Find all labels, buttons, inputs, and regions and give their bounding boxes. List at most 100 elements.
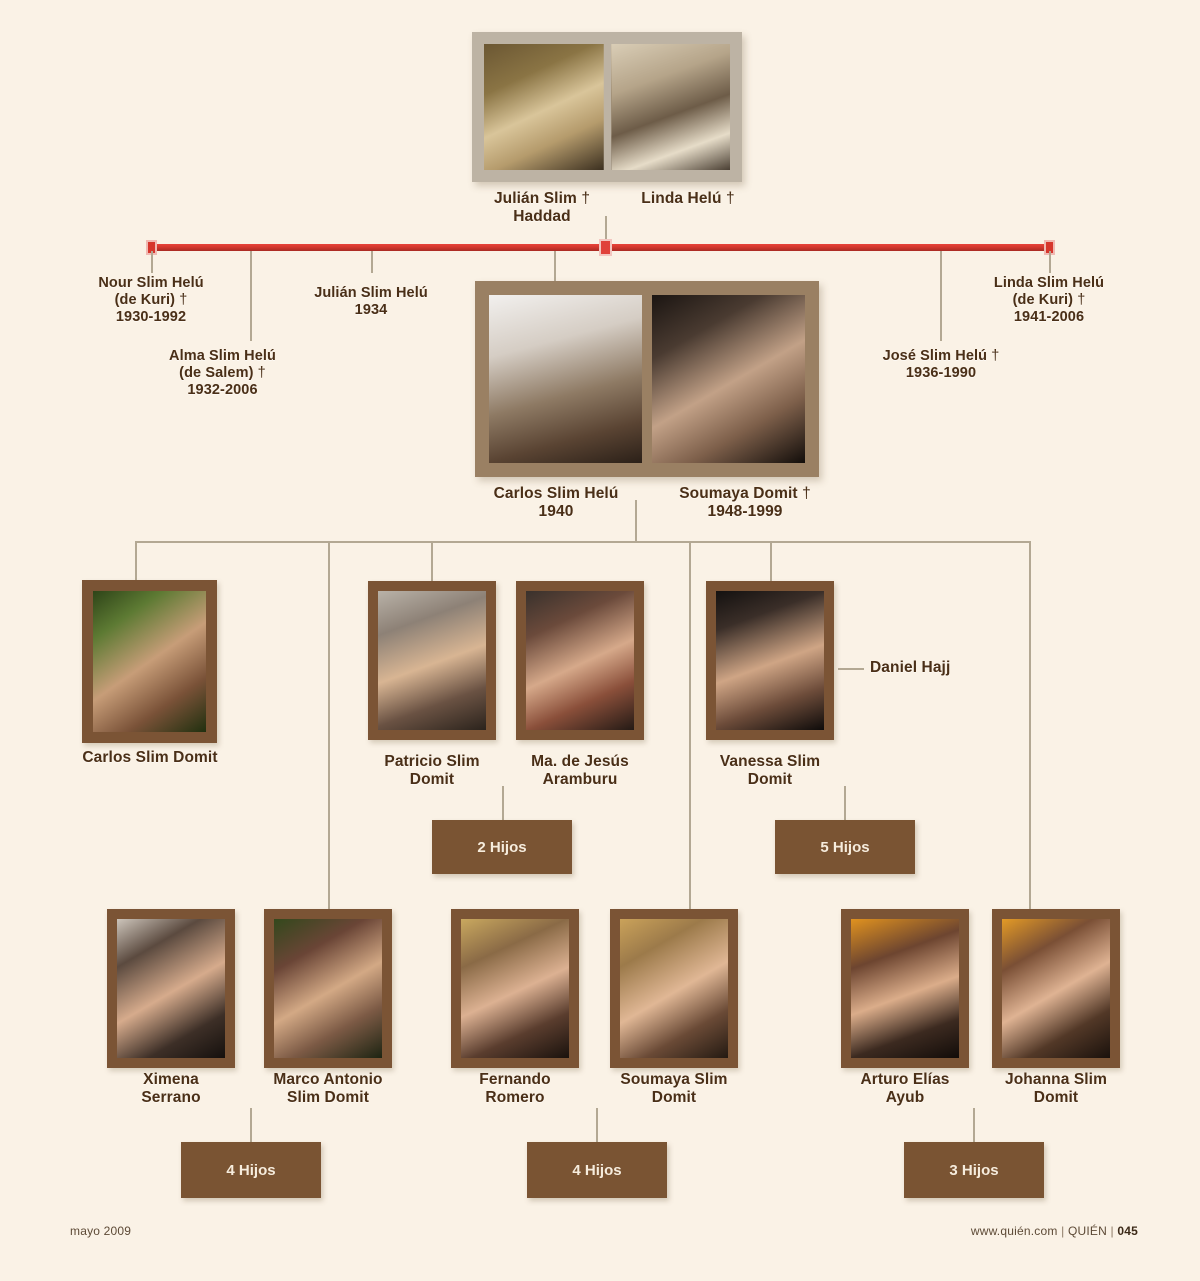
- caption-julian-slim-helu: Julián Slim Helú 1934: [281, 285, 461, 319]
- label-name-line1: Linda Helú: [641, 190, 722, 207]
- label-name: Nour Slim Helú: [98, 275, 204, 291]
- label-name-line2: Haddad: [513, 208, 571, 226]
- connector-alma: [250, 251, 252, 341]
- separator-1: |: [1061, 1224, 1065, 1238]
- label-name-line1: Johanna Slim: [1005, 1071, 1107, 1088]
- caption-marco-antonio-slim-domit: Marco Antonio Slim Domit: [248, 1071, 408, 1108]
- label-name-line1: Carlos Slim Domit: [82, 749, 218, 766]
- label-years: 1932-2006: [187, 382, 258, 399]
- connector-vanessa-to-daniel-hajj: [838, 668, 864, 670]
- photo-frame-marco-antonio-slim-domit: [264, 909, 392, 1068]
- label-paren: (de Kuri): [114, 292, 176, 309]
- connector-johanna-couple-to-hijos: [973, 1108, 975, 1144]
- connector-couple-to-children-bus: [635, 500, 637, 542]
- label-years: 1948-1999: [707, 503, 783, 521]
- photo-frame-patricio-slim-domit: [368, 581, 496, 740]
- label-issue: mayo 2009: [70, 1224, 132, 1238]
- caption-arturo-elias-ayub: Arturo Elías Ayub: [825, 1071, 985, 1108]
- caption-fernando-romero: Fernando Romero: [435, 1071, 595, 1108]
- label-paren: (de Salem): [179, 365, 254, 382]
- caption-vanessa-slim-domit: Vanessa Slim Domit: [690, 753, 850, 790]
- label-name-line2: Domit: [651, 1089, 697, 1107]
- photo-linda-helu: [610, 44, 730, 170]
- label-name-line1: Fernando: [479, 1071, 551, 1088]
- label-name-line1: Ma. de Jesús: [531, 753, 629, 770]
- photo-fernando-romero: [461, 919, 569, 1058]
- label-name-line2: Domit: [1033, 1089, 1079, 1107]
- label-years: 1940: [538, 503, 574, 521]
- caption-alma-slim-helu: Alma Slim Helú (de Salem) † 1932-2006: [130, 348, 315, 399]
- connector-linda: [1049, 251, 1051, 273]
- caption-carlos-slim-domit: Carlos Slim Domit: [64, 749, 236, 767]
- connector-to-marco-branch: [328, 541, 330, 910]
- dagger-symbol: †: [725, 190, 735, 207]
- hijos-label: 2 Hijos: [477, 838, 527, 856]
- children-bus-generation3: [135, 541, 1030, 543]
- caption-daniel-hajj: Daniel Hajj: [870, 659, 1050, 677]
- connector-nour: [151, 251, 153, 273]
- connector-soumaya-couple-to-hijos: [596, 1108, 598, 1144]
- hijos-box-vanessa: 5 Hijos: [775, 820, 915, 874]
- hijos-box-marco-antonio: 4 Hijos: [181, 1142, 321, 1198]
- photo-carlos-slim-domit: [93, 591, 206, 732]
- photo-arturo-elias-ayub: [851, 919, 959, 1058]
- label-name-line2: Serrano: [141, 1089, 201, 1107]
- label-name: José Slim Helú: [882, 348, 988, 364]
- connector-julian: [371, 251, 373, 273]
- label-years: 1934: [354, 302, 388, 319]
- label-name-line1: Patricio Slim: [384, 753, 480, 770]
- separator-2: |: [1110, 1224, 1114, 1238]
- label-name-line1: Ximena: [143, 1071, 199, 1088]
- label-name: Daniel Hajj: [870, 659, 951, 676]
- photo-marco-antonio-slim-domit: [274, 919, 382, 1058]
- label-name: Julián Slim Helú: [314, 285, 428, 301]
- hijos-box-soumaya: 4 Hijos: [527, 1142, 667, 1198]
- photo-frame-carlos-soumaya: [475, 281, 819, 477]
- label-name-line1: Arturo Elías: [860, 1071, 950, 1088]
- caption-soumaya-slim-domit: Soumaya Slim Domit: [594, 1071, 754, 1108]
- label-name-line1: Julián Slim: [493, 190, 577, 207]
- label-name-line2: Ayub: [885, 1089, 925, 1107]
- connector-to-vanessa-slim-domit: [770, 541, 772, 581]
- photo-frame-soumaya-slim-domit: [610, 909, 738, 1068]
- label-name-line2: Domit: [409, 771, 455, 789]
- caption-ximena-serrano: Ximena Serrano: [93, 1071, 249, 1108]
- connector-marco-couple-to-hijos: [250, 1108, 252, 1144]
- caption-linda-slim-helu: Linda Slim Helú (de Kuri) † 1941-2006: [959, 275, 1139, 326]
- dagger-symbol: †: [991, 348, 1000, 364]
- connector-to-johanna-branch: [1029, 541, 1031, 910]
- connector-grandparents-to-timeline: [605, 216, 607, 246]
- caption-patricio-slim-domit: Patricio Slim Domit: [352, 753, 512, 790]
- photo-soumaya-slim-domit: [620, 919, 728, 1058]
- photo-vanessa-slim-domit: [716, 591, 824, 730]
- label-years: 1930-1992: [115, 309, 187, 326]
- photo-ma-de-jesus-aramburu: [526, 591, 634, 730]
- photo-frame-fernando-romero: [451, 909, 579, 1068]
- label-paren: (de Kuri): [1012, 292, 1074, 309]
- caption-soumaya-domit: Soumaya Domit † 1948-1999: [645, 485, 845, 522]
- photo-patricio-slim-domit: [378, 591, 486, 730]
- photo-frame-grandparents: [472, 32, 742, 182]
- photo-ximena-serrano: [117, 919, 225, 1058]
- label-magazine: QUIÉN: [1067, 1224, 1107, 1238]
- hijos-label: 4 Hijos: [226, 1161, 276, 1179]
- label-name: Alma Slim Helú: [169, 348, 276, 364]
- photo-johanna-slim-domit: [1002, 919, 1110, 1058]
- dagger-symbol: †: [179, 292, 188, 309]
- label-name: Linda Slim Helú: [993, 275, 1105, 291]
- photo-frame-ximena-serrano: [107, 909, 235, 1068]
- caption-jose-slim-helu: José Slim Helú † 1936-1990: [851, 348, 1031, 382]
- photo-julian-slim-haddad: [484, 44, 604, 170]
- photo-frame-ma-de-jesus-aramburu: [516, 581, 644, 740]
- label-name: Soumaya Domit: [679, 485, 798, 502]
- caption-johanna-slim-domit: Johanna Slim Domit: [976, 1071, 1136, 1108]
- caption-linda-helu: Linda Helú †: [598, 190, 778, 208]
- label-name-line2: Aramburu: [542, 771, 618, 789]
- dagger-symbol: †: [581, 190, 591, 207]
- label-years: 1936-1990: [905, 365, 977, 382]
- connector-to-carlos-slim-domit: [135, 541, 137, 581]
- label-site[interactable]: www.quién.com: [970, 1224, 1058, 1238]
- dagger-symbol: †: [1077, 292, 1086, 309]
- caption-ma-de-jesus-aramburu: Ma. de Jesús Aramburu: [500, 753, 660, 790]
